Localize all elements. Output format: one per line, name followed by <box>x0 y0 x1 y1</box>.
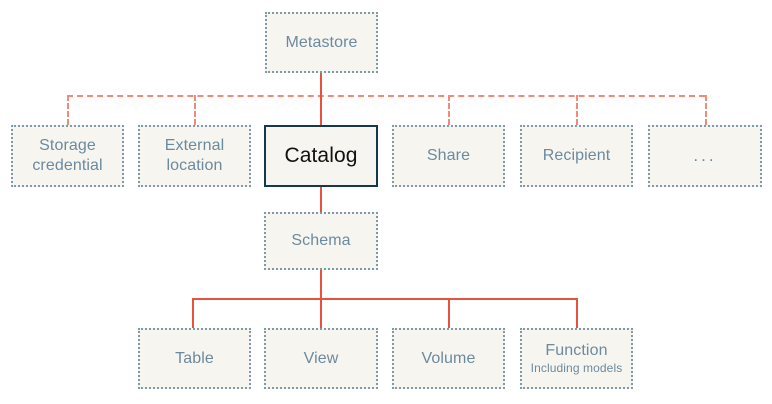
node-view-label: View <box>303 349 339 367</box>
connector-to-catalog <box>320 95 322 125</box>
node-function[interactable]: Function Including models <box>520 328 633 389</box>
node-schema[interactable]: Schema <box>264 212 378 270</box>
node-schema-label: Schema <box>291 232 351 250</box>
connector-to-volume <box>448 298 450 328</box>
connector-to-function <box>576 298 578 328</box>
node-catalog[interactable]: Catalog <box>264 125 378 187</box>
connector-metastore-bus <box>67 95 705 97</box>
node-storage-credential[interactable]: Storage credential <box>11 125 124 187</box>
connector-to-table <box>192 298 194 328</box>
connector-to-storage-credential <box>67 95 69 125</box>
node-metastore[interactable]: Metastore <box>265 12 378 73</box>
connector-to-more <box>705 95 707 125</box>
node-function-label: Function <box>545 341 608 359</box>
connector-catalog-schema <box>320 187 322 212</box>
connector-to-recipient <box>576 95 578 125</box>
node-more[interactable]: ... <box>648 125 762 187</box>
node-table-label: Table <box>175 349 214 367</box>
connector-to-share <box>448 95 450 125</box>
node-table[interactable]: Table <box>138 328 251 389</box>
node-volume-label: Volume <box>421 349 476 367</box>
node-external-location[interactable]: External location <box>138 125 251 187</box>
node-share[interactable]: Share <box>392 125 505 187</box>
node-external-location-label: External location <box>164 137 225 174</box>
node-volume[interactable]: Volume <box>392 328 505 389</box>
node-metastore-label: Metastore <box>285 33 358 51</box>
node-view[interactable]: View <box>264 328 378 389</box>
connector-to-external-location <box>194 95 196 125</box>
connector-metastore-down <box>320 73 322 96</box>
connector-schema-bus <box>192 298 576 300</box>
node-catalog-label: Catalog <box>284 144 358 168</box>
node-share-label: Share <box>426 147 471 165</box>
node-more-label: ... <box>693 145 717 165</box>
node-recipient-label: Recipient <box>542 147 611 165</box>
connector-to-view <box>320 298 322 328</box>
node-storage-credential-label: Storage credential <box>32 137 103 174</box>
node-recipient[interactable]: Recipient <box>520 125 633 187</box>
connector-schema-down <box>320 270 322 300</box>
node-function-sublabel: Including models <box>530 361 623 376</box>
